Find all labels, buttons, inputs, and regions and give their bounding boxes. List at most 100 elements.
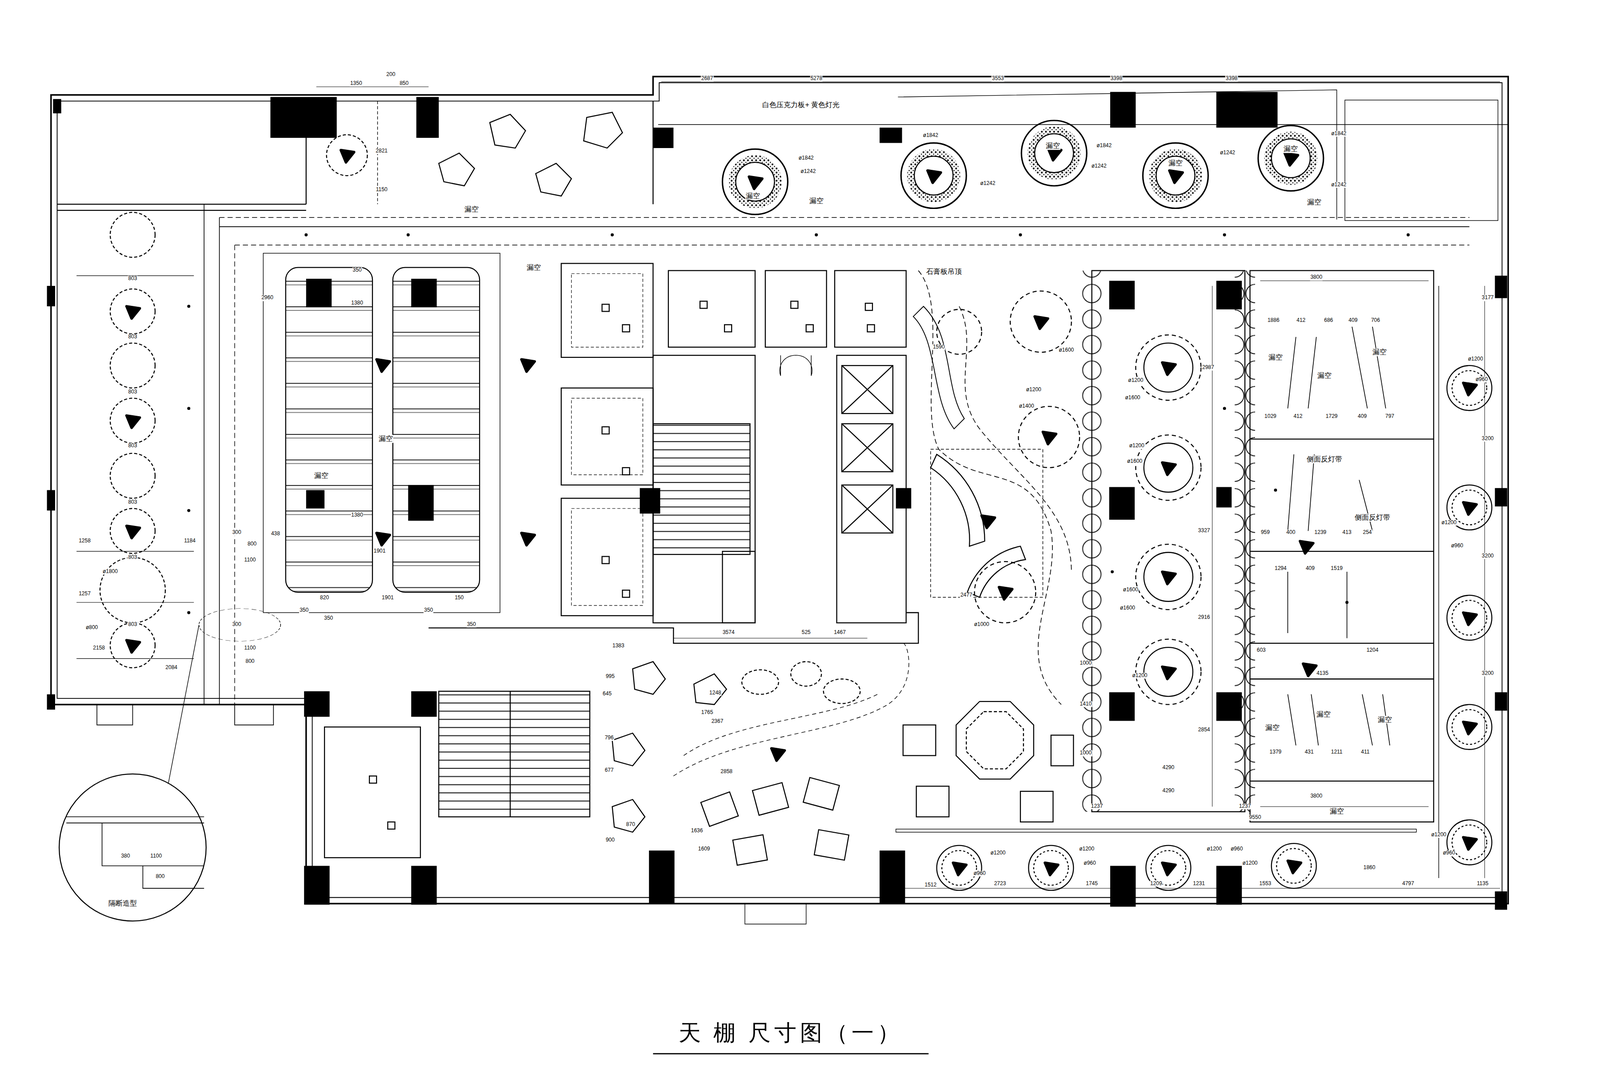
dimension-label: 1000 xyxy=(1079,660,1092,667)
note-label: 漏空 xyxy=(1268,353,1284,362)
dimension-label: 3398 xyxy=(1109,75,1123,82)
dimension-label: 350 xyxy=(352,267,363,274)
dimension-label: 3327 xyxy=(1197,527,1211,534)
note-label: 漏空 xyxy=(378,434,394,443)
dimension-label: ø800 xyxy=(85,624,99,631)
dimension-label: 803 xyxy=(127,499,138,505)
dimension-label: ø1242 xyxy=(1330,181,1347,188)
note-label: 漏空 xyxy=(1316,371,1332,380)
dimension-label: 3800 xyxy=(1309,792,1323,799)
dimension-label: 1379 xyxy=(1269,748,1283,755)
dimension-label: 431 xyxy=(1304,748,1315,755)
dimension-label: 2821 xyxy=(375,148,388,154)
dimension-label: 1519 xyxy=(1330,565,1344,572)
dimension-label: ø1200 xyxy=(1025,386,1042,393)
dimension-label: 409 xyxy=(1348,317,1358,324)
dimension-label: 4797 xyxy=(1401,880,1415,887)
dimension-label: 2367 xyxy=(711,718,724,725)
dimension-label: 1150 xyxy=(375,186,388,193)
dimension-label: 803 xyxy=(127,621,138,628)
dimension-label: 1609 xyxy=(697,846,711,852)
dimension-label: 4135 xyxy=(1316,670,1329,677)
dimension-label: ø1842 xyxy=(798,155,815,161)
dimension-label: 2687 xyxy=(700,75,714,82)
dimension-label: 411 xyxy=(1360,748,1370,755)
note-label: 漏空 xyxy=(1168,159,1184,168)
dimension-label: 412 xyxy=(1292,413,1303,420)
note-label: 漏空 xyxy=(313,471,329,480)
dimension-label: 686 xyxy=(1323,317,1334,324)
dimension-label: 3574 xyxy=(722,629,736,636)
drawing-title: 天 棚 尺寸图（一） xyxy=(676,1017,906,1048)
dimension-label: 1901 xyxy=(381,595,395,601)
dimension-label: 2158 xyxy=(92,644,106,651)
dimension-label: 1184 xyxy=(183,537,196,544)
dimension-label: ø1842 xyxy=(922,132,939,139)
dimension-label: 409 xyxy=(1357,413,1368,420)
dimension-label: ø960 xyxy=(972,870,986,877)
note-label: 漏空 xyxy=(1045,142,1061,151)
dimension-label: ø960 xyxy=(1083,860,1096,867)
dimension-label: 1237 xyxy=(1090,803,1104,809)
dimension-label: 1211 xyxy=(1330,748,1344,755)
dimension-label: 350 xyxy=(323,615,334,622)
dimension-label: 254 xyxy=(1362,529,1373,536)
note-label: 漏空 xyxy=(1316,710,1332,719)
dimension-label: 1248 xyxy=(708,689,722,696)
dimension-label: 3398 xyxy=(1225,75,1239,82)
dimension-label: 350 xyxy=(466,621,477,628)
dimension-label: ø1600 xyxy=(1119,605,1136,612)
dimension-label: 350 xyxy=(299,607,309,613)
dimension-label: ø1200 xyxy=(1127,377,1144,384)
dimension-label: 677 xyxy=(604,767,615,774)
note-label: 漏空 xyxy=(464,205,480,214)
dimension-label: 3200 xyxy=(1481,553,1495,560)
dimension-label: 409 xyxy=(1305,565,1316,572)
dimension-label: 1350 xyxy=(349,80,363,87)
dimension-label: ø960 xyxy=(1475,376,1488,383)
note-label: 漏空 xyxy=(1264,723,1280,732)
dimension-label: 1135 xyxy=(1476,880,1489,887)
dimension-label: 796 xyxy=(604,734,615,741)
dimension-label: 1886 xyxy=(1267,317,1280,324)
dimension-label: 413 xyxy=(1342,529,1352,536)
note-label: 隔断造型 xyxy=(108,899,138,908)
dimension-label: 1100 xyxy=(244,644,257,651)
dimension-label: ø960 xyxy=(1442,850,1456,856)
dimension-label: 400 xyxy=(1285,529,1296,536)
dimension-label: 820 xyxy=(319,595,330,601)
dimension-label: ø1600 xyxy=(1122,586,1139,593)
dimension-label: 2084 xyxy=(164,664,178,671)
dimension-label: 1204 xyxy=(1366,647,1380,653)
dimension-label: ø1000 xyxy=(973,621,990,628)
dimension-label: 525 xyxy=(801,629,812,636)
dimension-label: ø1800 xyxy=(102,568,119,575)
dimension-label: 1029 xyxy=(1264,413,1277,420)
dimension-label: 2960 xyxy=(260,295,274,301)
dimension-label: 995 xyxy=(605,673,616,680)
dimension-label: 1636 xyxy=(690,827,704,834)
dimension-label: 870 xyxy=(625,821,636,828)
dimension-label: ø1842 xyxy=(1096,143,1112,149)
note-label: 漏空 xyxy=(526,263,542,272)
dimension-label: 2987 xyxy=(1201,364,1215,371)
dimension-label: 350 xyxy=(423,607,434,613)
dimension-label: 1410 xyxy=(1079,701,1092,708)
dimension-label: 1901 xyxy=(373,548,387,554)
note-label: 侧面反灯带 xyxy=(1306,455,1343,464)
dimension-label: ø1242 xyxy=(800,168,816,175)
note-label: 漏空 xyxy=(1283,144,1299,153)
note-label: 漏空 xyxy=(745,192,761,200)
dimension-label: ø1200 xyxy=(1440,519,1457,526)
dimension-label: 4290 xyxy=(1161,788,1175,794)
dimension-label: 1258 xyxy=(78,537,92,544)
dimension-label: 4290 xyxy=(1161,764,1175,771)
dimension-label: ø1600 xyxy=(1058,347,1075,353)
dimension-label: 1590 xyxy=(932,344,946,350)
dimension-label: 603 xyxy=(1256,647,1267,653)
dimension-label: 797 xyxy=(1384,413,1395,420)
dimension-label: 1231 xyxy=(1192,880,1206,887)
dimension-label: 2858 xyxy=(720,768,733,775)
dimension-label: 803 xyxy=(127,388,138,395)
dimension-label: ø1242 xyxy=(979,180,996,187)
